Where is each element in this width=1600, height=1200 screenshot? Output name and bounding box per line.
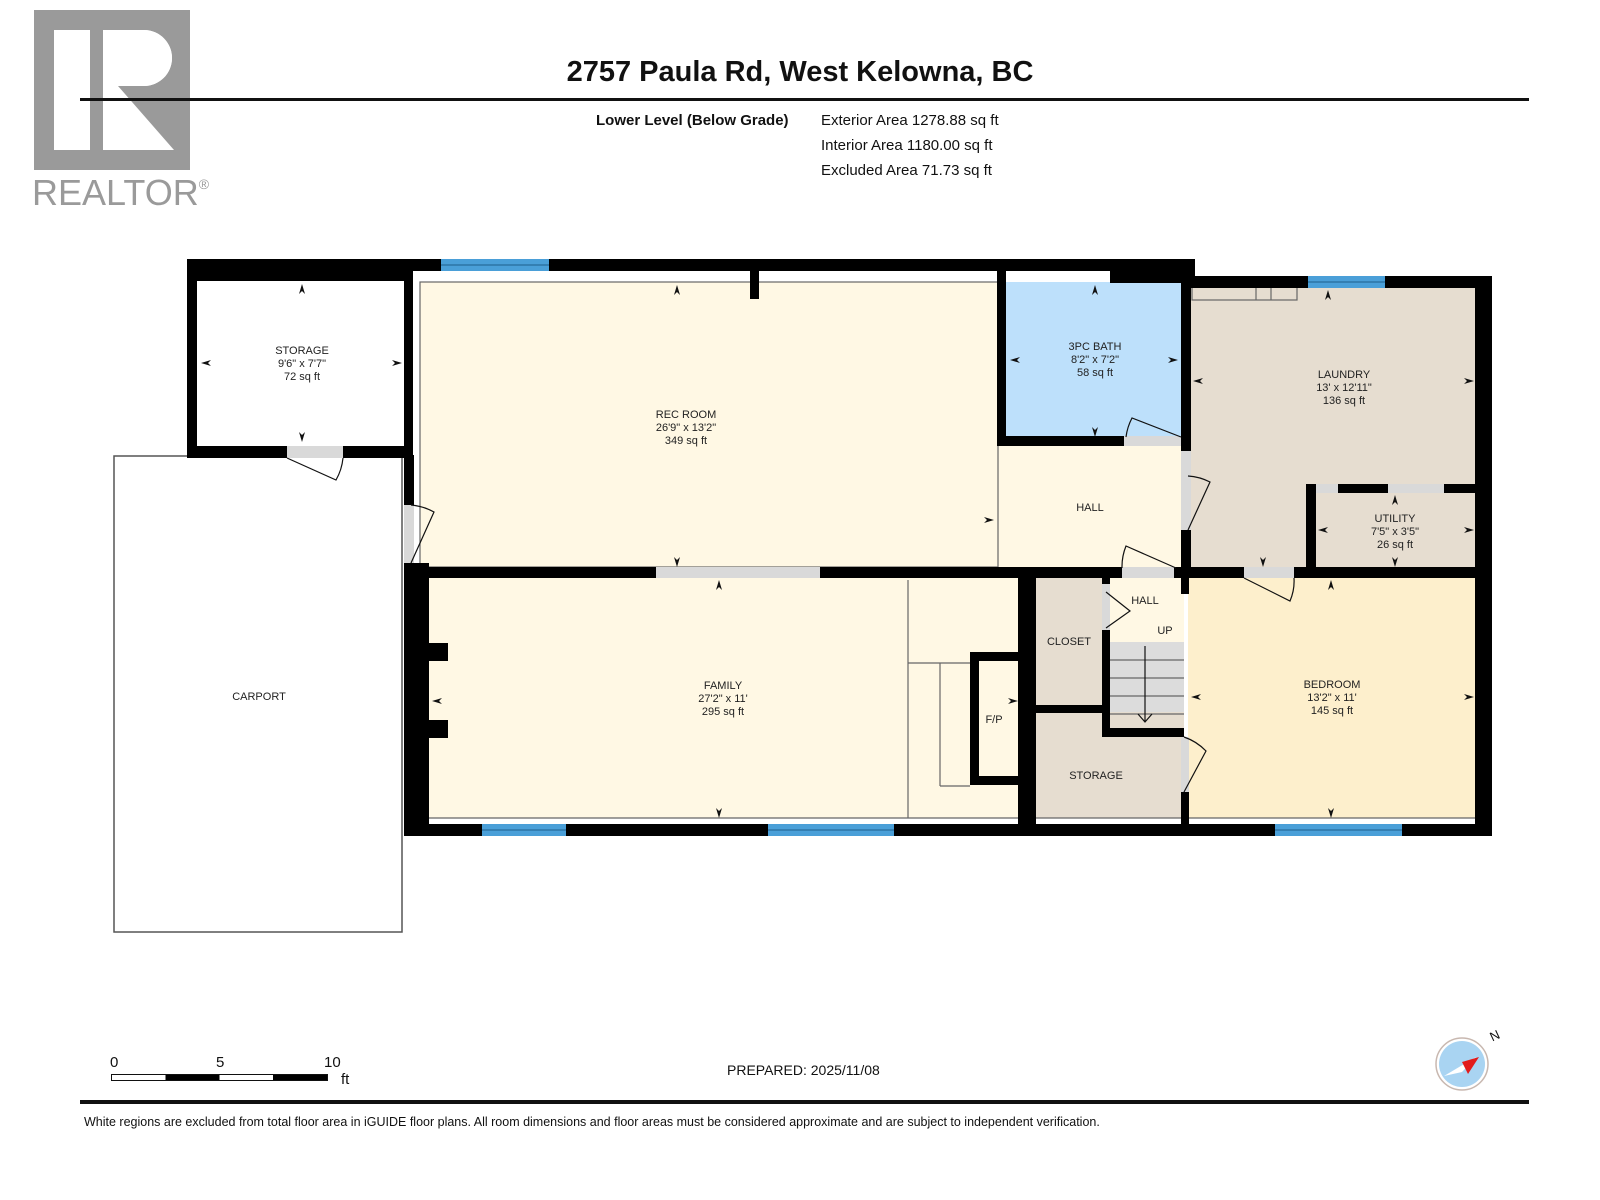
svg-text:3PC BATH: 3PC BATH (1069, 341, 1122, 353)
svg-text:7'5" x 3'5": 7'5" x 3'5" (1371, 526, 1419, 538)
svg-text:72 sq ft: 72 sq ft (284, 371, 320, 383)
page-title: 2757 Paula Rd, West Kelowna, BC (566, 56, 1034, 88)
svg-text:145 sq ft: 145 sq ft (1311, 705, 1353, 717)
scale-tick-0: 0 (110, 1054, 119, 1071)
door-opening (1124, 436, 1181, 446)
laundry-fill (1190, 285, 1476, 571)
svg-text:27'2" x 11': 27'2" x 11' (698, 693, 748, 705)
bifold-door-icon (1105, 591, 1132, 629)
carport-label: CARPORT (232, 691, 286, 703)
svg-text:136 sq ft: 136 sq ft (1323, 395, 1365, 407)
family-fill (428, 578, 1018, 818)
svg-text:8'2" x 7'2": 8'2" x 7'2" (1071, 354, 1119, 366)
scale-bar-graphic (111, 1074, 328, 1081)
door-swing-icon (1243, 577, 1295, 602)
svg-text:13'2" x 11': 13'2" x 11' (1307, 692, 1357, 704)
door-opening (1102, 584, 1110, 630)
rec-room-fill (420, 282, 998, 567)
door-opening (1181, 737, 1189, 792)
svg-text:UTILITY: UTILITY (1375, 513, 1417, 525)
window-icon (441, 259, 549, 271)
opening (656, 567, 820, 578)
scale-bar: 0 5 10 ft (110, 1052, 370, 1092)
door-swing-icon (410, 504, 435, 564)
svg-text:LAUNDRY: LAUNDRY (1318, 369, 1371, 381)
realtor-logo-text: REALTOR® (32, 172, 210, 213)
dimension-markers (201, 284, 1474, 818)
svg-text:BEDROOM: BEDROOM (1304, 679, 1361, 691)
bath-label: 3PC BATH 8'2" x 7'2" 58 sq ft (1069, 341, 1122, 379)
compass-icon (1435, 1037, 1489, 1091)
level-label: Lower Level (Below Grade) (596, 112, 789, 129)
window-icon (1308, 276, 1385, 288)
room-fills (197, 280, 1476, 818)
utility-label: UTILITY 7'5" x 3'5" 26 sq ft (1371, 513, 1419, 551)
storage-lower-label: STORAGE (1069, 770, 1123, 782)
stairs-up-label: UP (1157, 625, 1172, 637)
bedroom-fill (1188, 578, 1476, 818)
compass: N (1434, 1027, 1504, 1092)
storage-left-fill (197, 280, 404, 446)
svg-text:58 sq ft: 58 sq ft (1077, 367, 1113, 379)
footer-divider (80, 1100, 1529, 1104)
exterior-area: Exterior Area 1278.88 sq ft (821, 112, 999, 129)
door-opening (1244, 567, 1294, 578)
svg-text:REC ROOM: REC ROOM (656, 409, 717, 421)
door-swing-icon (286, 457, 344, 481)
door-opening (287, 446, 343, 458)
door-swing-icon (1125, 417, 1182, 438)
disclaimer: White regions are excluded from total fl… (84, 1115, 1100, 1129)
small-hall-fill (1104, 578, 1184, 642)
opening (1388, 484, 1444, 493)
bath-fill (1006, 282, 1181, 443)
svg-text:FAMILY: FAMILY (704, 680, 743, 692)
closet-label: CLOSET (1047, 636, 1091, 648)
hall-fill (998, 443, 1186, 567)
hall-small-label: HALL (1131, 595, 1159, 607)
realtor-logo (34, 10, 190, 170)
bedroom-label: BEDROOM 13'2" x 11' 145 sq ft (1304, 679, 1361, 717)
family-label: FAMILY 27'2" x 11' 295 sq ft (698, 680, 748, 718)
scale-unit: ft (341, 1071, 350, 1088)
scale-tick-5: 5 (216, 1054, 225, 1071)
door-opening (404, 505, 414, 563)
storage-left-label: STORAGE 9'6" x 7'7" 72 sq ft (275, 345, 329, 383)
rec-room-label: REC ROOM 26'9" x 13'2" 349 sq ft (656, 409, 717, 447)
door-opening (1181, 451, 1191, 530)
svg-text:STORAGE: STORAGE (275, 345, 329, 357)
doors (286, 417, 1444, 793)
window-icon (1275, 824, 1402, 836)
door-opening (1122, 567, 1174, 578)
svg-text:295 sq ft: 295 sq ft (702, 706, 744, 718)
svg-text:13' x 12'11": 13' x 12'11" (1316, 382, 1372, 394)
title-divider (80, 98, 1529, 101)
window-icon (482, 824, 566, 836)
window-icon (768, 824, 894, 836)
opening (1316, 484, 1338, 493)
carport-room: CARPORT (113, 455, 403, 933)
room-labels: STORAGE 9'6" x 7'7" 72 sq ft REC ROOM 26… (275, 341, 1419, 782)
windows (441, 259, 1402, 836)
realtor-r-icon (34, 10, 190, 170)
scale-tick-10: 10 (324, 1054, 341, 1071)
svg-text:26 sq ft: 26 sq ft (1377, 539, 1413, 551)
interior-area: Interior Area 1180.00 sq ft (821, 137, 993, 154)
door-swing-icon (1187, 475, 1211, 531)
hall-main-label: HALL (1076, 502, 1104, 514)
svg-text:349 sq ft: 349 sq ft (665, 435, 707, 447)
excluded-area: Excluded Area 71.73 sq ft (821, 162, 992, 179)
laundry-label: LAUNDRY 13' x 12'11" 136 sq ft (1316, 369, 1372, 407)
fireplace-label: F/P (985, 714, 1002, 726)
walls (187, 259, 1492, 836)
svg-text:26'9" x 13'2": 26'9" x 13'2" (656, 422, 716, 434)
closet-fill (1036, 578, 1102, 706)
svg-text:9'6" x 7'7": 9'6" x 7'7" (278, 358, 326, 370)
door-swing-icon (1183, 736, 1207, 793)
door-swing-icon (1121, 545, 1177, 569)
prepared-date: PREPARED: 2025/11/08 (727, 1062, 880, 1078)
